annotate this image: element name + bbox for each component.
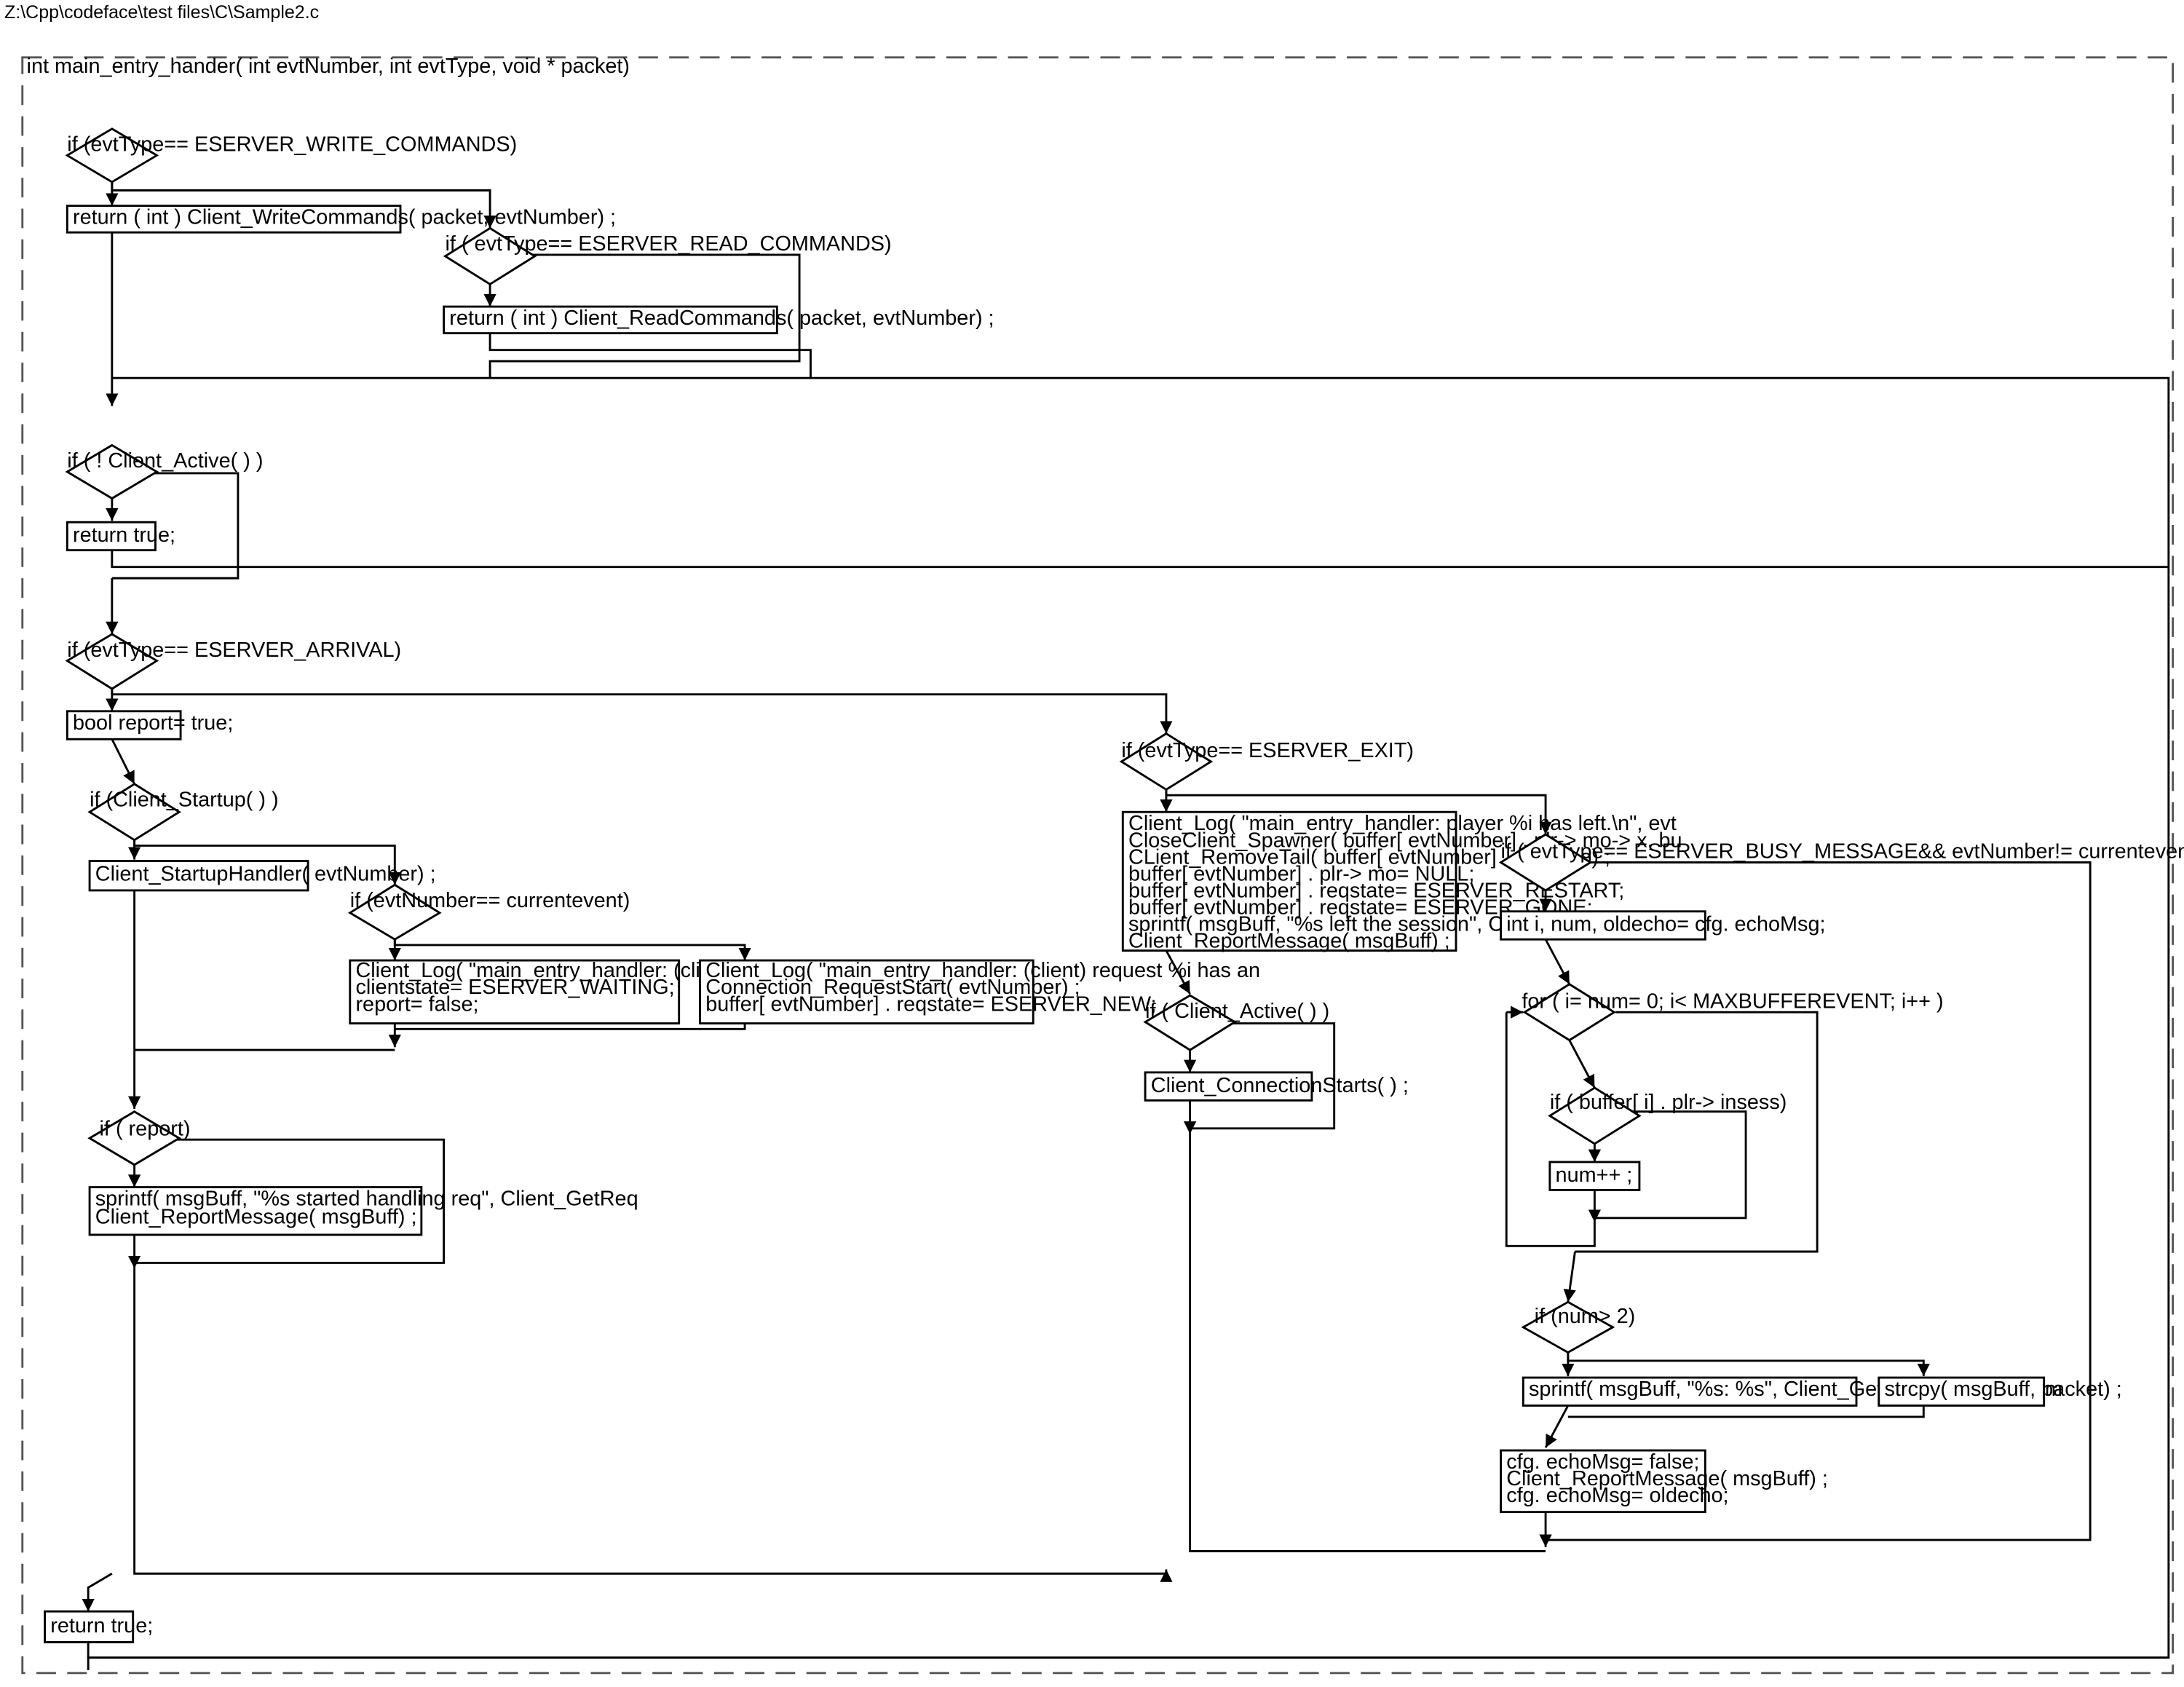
if-buffer-insess-label: if ( buffer[ i] . plr-> insess) — [1550, 1091, 1787, 1114]
request-start-line: Connection_RequestStart( evtNumber) ; — [705, 976, 1080, 999]
if-startup-label: if (Client_Startup( ) ) — [90, 789, 279, 812]
exit-block-line: Client_ReportMessage( msgBuff) ; — [1128, 930, 1450, 953]
if-current-event-diamond — [347, 883, 442, 941]
sprintf-report-line: Client_ReportMessage( msgBuff) ; — [95, 1206, 417, 1229]
bool-report-box — [66, 710, 182, 740]
cfg-echo-box — [1500, 1449, 1706, 1514]
return-true-text-2: return true; — [50, 1614, 153, 1637]
strcpy-box — [1878, 1376, 2046, 1407]
request-start-box — [699, 959, 1034, 1025]
bool-report-text: bool report= true; — [73, 711, 233, 735]
return-read-commands-box — [443, 305, 778, 335]
sprintf-report-line: sprintf( msgBuff, "%s started handling r… — [95, 1188, 638, 1211]
connectors — [82, 181, 2170, 1670]
if-startup-diamond — [87, 783, 181, 842]
sprintf-report-box — [88, 1186, 423, 1236]
if-num-label: if (num> 2) — [1535, 1305, 1636, 1328]
startup-ok-line: report= false; — [355, 992, 478, 1016]
startup-handler-box — [88, 860, 309, 892]
if-exit-diamond — [1119, 732, 1214, 791]
if-not-active-diamond — [65, 443, 159, 500]
return-read-commands-text: return ( int ) Client_ReadCommands( pack… — [449, 307, 994, 330]
if-not-active-label: if ( ! Client_Active( ) ) — [67, 449, 263, 473]
startup-ok-box — [349, 959, 681, 1025]
function-frame — [21, 56, 2175, 1675]
connection-starts-text: Client_ConnectionStarts( ) ; — [1151, 1074, 1409, 1097]
return-true-box-1 — [66, 521, 157, 552]
if-report-diamond — [87, 1110, 181, 1166]
sprintf-num-box — [1522, 1376, 1858, 1407]
page-title: Z:\Cpp\codeface\test files\C\Sample2.c — [4, 2, 320, 23]
if-read-commands-label: if ( evtType== ESERVER_READ_COMMANDS) — [446, 232, 892, 256]
cfg-echo-line: cfg. echoMsg= oldecho; — [1506, 1484, 1728, 1507]
num-increment-box — [1548, 1161, 1641, 1191]
for-loop-diamond — [1522, 983, 1617, 1042]
if-read-commands-diamond — [443, 226, 537, 286]
if-active-label: if ( Client_Active( ) ) — [1145, 1000, 1329, 1023]
if-write-commands-label: if (evtType== ESERVER_WRITE_COMMANDS) — [67, 133, 517, 157]
cfg-echo-line: cfg. echoMsg= false; — [1506, 1450, 1699, 1474]
int-decl-text: int i, num, oldecho= cfg. echoMsg; — [1506, 913, 1825, 936]
connection-starts-box — [1144, 1071, 1313, 1102]
return-write-commands-text: return ( int ) Client_WriteCommands( pac… — [73, 206, 616, 229]
if-exit-label: if (evtType== ESERVER_EXIT) — [1121, 739, 1414, 762]
strcpy-text: strcpy( msgBuff, packet) ; — [1884, 1378, 2121, 1401]
startup-ok-line: clientstate= ESERVER_WAITING; — [355, 976, 674, 999]
if-busy-message-diamond — [1498, 833, 1593, 892]
if-current-event-label: if (evtNumber== currentevent) — [350, 889, 630, 912]
startup-handler-text: Client_StartupHandler( evtNumber) ; — [95, 862, 436, 885]
if-buffer-insess-diamond — [1548, 1086, 1642, 1145]
request-start-line: buffer[ evtNumber] . reqstate= ESERVER_N… — [705, 992, 1156, 1016]
return-write-commands-box — [66, 205, 402, 234]
return-true-text-1: return true; — [73, 524, 175, 547]
return-true-box-2 — [44, 1610, 135, 1643]
function-signature: int main_entry_hander( int evtNumber, in… — [27, 55, 630, 78]
if-num-diamond — [1521, 1300, 1615, 1354]
for-loop-label: for ( i= num= 0; i< MAXBUFFEREVENT; i++ … — [1522, 989, 1943, 1013]
exit-block-line: CloseClient_Spawner( buffer[ evtNumber] … — [1128, 829, 1682, 852]
num-increment-text: num++ ; — [1556, 1163, 1633, 1187]
int-decl-box — [1500, 910, 1706, 941]
if-write-commands-diamond — [65, 127, 159, 183]
if-active-diamond — [1143, 994, 1237, 1051]
if-report-label: if ( report) — [100, 1117, 191, 1140]
if-busy-message-label: if ( evtType== ESERVER_BUSY_MESSAGE&& ev… — [1501, 840, 2184, 864]
exit-block-line: buffer[ evtNumber] . plr-> mo= NULL; — [1128, 862, 1474, 885]
exit-block-box — [1121, 810, 1457, 952]
if-arrival-diamond — [65, 633, 159, 690]
cfg-echo-line: Client_ReportMessage( msgBuff) ; — [1506, 1467, 1828, 1490]
request-start-line: Client_Log( "main_entry_handler: (client… — [705, 959, 1260, 982]
if-arrival-label: if (evtType== ESERVER_ARRIVAL) — [67, 639, 401, 662]
exit-block-line: Client_Log( "main_entry_handler: player … — [1128, 812, 1677, 835]
